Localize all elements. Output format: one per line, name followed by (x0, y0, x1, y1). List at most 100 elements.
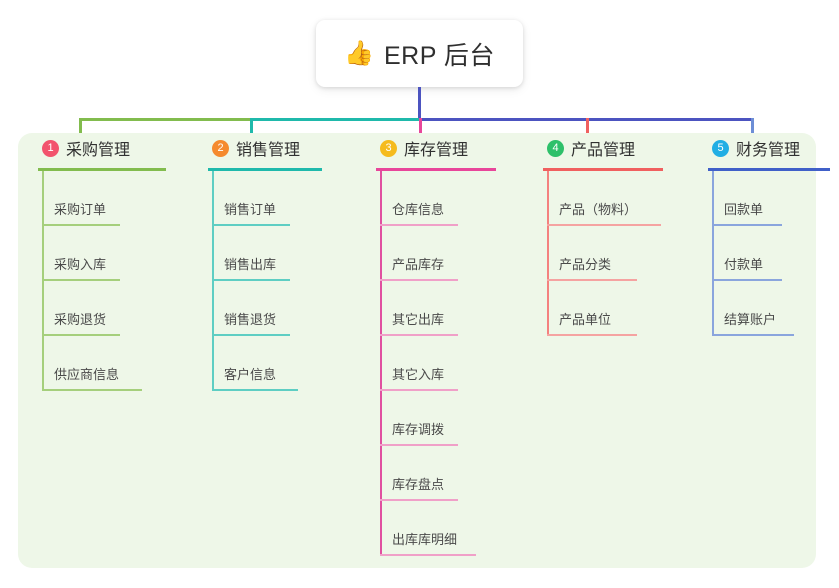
root-node-erp-backend[interactable]: 👍 ERP 后台 (316, 20, 523, 87)
list-item-label: 采购订单 (54, 202, 107, 217)
list-item-label: 产品库存 (392, 257, 445, 272)
list-item[interactable]: 销售退货 (190, 281, 340, 336)
list-item-label: 库存调拨 (392, 422, 445, 437)
column-title-inventory: 库存管理 (404, 142, 469, 159)
list-item[interactable]: 销售出库 (190, 226, 340, 281)
list-item[interactable]: 采购退货 (20, 281, 170, 336)
list-item-label: 结算账户 (724, 312, 777, 327)
list-item[interactable]: 仓库信息 (358, 171, 508, 226)
column-badge-purchase: 1 (42, 139, 59, 157)
column-product: 4 产品管理产品（物料） 产品分类产品单位 (525, 133, 675, 336)
list-item-label: 其它出库 (392, 312, 445, 327)
list-item[interactable]: 客户信息 (190, 336, 340, 391)
column-spine-sales (212, 171, 214, 391)
list-item-label: 销售出库 (224, 257, 277, 272)
list-item-rule (42, 334, 120, 336)
list-item-rule (547, 334, 637, 336)
column-header-product[interactable]: 4 产品管理 (525, 133, 675, 163)
column-rule-inventory (376, 168, 496, 171)
list-item-rule (380, 554, 476, 556)
list-item-label: 回款单 (724, 202, 764, 217)
column-finance: 5 财务管理回款单付款单结算账户 (690, 133, 839, 336)
list-item[interactable]: 其它出库 (358, 281, 508, 336)
column-items-purchase: 采购订单采购入库采购退货供应商信息 (20, 171, 170, 391)
list-item[interactable]: 产品分类 (525, 226, 675, 281)
list-item-rule (380, 444, 458, 446)
list-item-rule (380, 389, 458, 391)
list-item[interactable]: 其它入库 (358, 336, 508, 391)
column-purchase: 1 采购管理采购订单采购入库采购退货供应商信息 (20, 133, 170, 391)
column-spine-finance (712, 171, 714, 336)
column-rule-sales (208, 168, 322, 171)
column-items-inventory: 仓库信息产品库存其它出库其它入库库存调拨库存盘点出库库明细 (358, 171, 508, 556)
list-item-label: 销售退货 (224, 312, 277, 327)
column-title-finance: 财务管理 (736, 142, 801, 159)
column-title-sales: 销售管理 (236, 142, 301, 159)
list-item-rule (212, 389, 298, 391)
column-items-product: 产品（物料） 产品分类产品单位 (525, 171, 675, 336)
column-title-product: 产品管理 (571, 142, 636, 159)
list-item-label: 供应商信息 (54, 367, 120, 382)
column-items-finance: 回款单付款单结算账户 (690, 171, 839, 336)
list-item-label: 其它入库 (392, 367, 445, 382)
list-item-label: 客户信息 (224, 367, 277, 382)
column-header-purchase[interactable]: 1 采购管理 (20, 133, 170, 163)
list-item-rule (212, 224, 290, 226)
list-item-rule (547, 279, 637, 281)
list-item-rule (712, 224, 782, 226)
list-item[interactable]: 供应商信息 (20, 336, 170, 391)
list-item[interactable]: 库存盘点 (358, 446, 508, 501)
list-item-rule (380, 499, 458, 501)
list-item-label: 产品分类 (559, 257, 612, 272)
list-item[interactable]: 回款单 (690, 171, 839, 226)
list-item-label: 销售订单 (224, 202, 277, 217)
list-item[interactable]: 产品单位 (525, 281, 675, 336)
column-header-finance[interactable]: 5 财务管理 (690, 133, 839, 163)
bus-green (79, 118, 251, 121)
list-item[interactable]: 出库库明细 (358, 501, 508, 556)
list-item-rule (712, 334, 794, 336)
list-item-label: 产品（物料） (559, 202, 638, 217)
list-item[interactable]: 付款单 (690, 226, 839, 281)
list-item-rule (42, 389, 142, 391)
root-node-title: ERP 后台 (383, 41, 495, 70)
column-rule-finance (708, 168, 830, 171)
list-item-rule (380, 224, 458, 226)
list-item-rule (380, 279, 458, 281)
list-item-rule (380, 334, 458, 336)
column-spine-purchase (42, 171, 44, 391)
column-spine-inventory (380, 171, 382, 556)
list-item[interactable]: 采购入库 (20, 226, 170, 281)
list-item-label: 产品单位 (559, 312, 612, 327)
list-item-label: 采购退货 (54, 312, 107, 327)
column-spine-product (547, 171, 549, 336)
list-item-rule (712, 279, 782, 281)
column-items-sales: 销售订单销售出库销售退货客户信息 (190, 171, 340, 391)
list-item-rule (212, 334, 290, 336)
list-item[interactable]: 销售订单 (190, 171, 340, 226)
column-badge-product: 4 (547, 139, 564, 157)
list-item-rule (42, 279, 120, 281)
column-rule-product (543, 168, 663, 171)
list-item-label: 仓库信息 (392, 202, 445, 217)
list-item-label: 采购入库 (54, 257, 107, 272)
list-item[interactable]: 产品（物料） (525, 171, 675, 226)
list-item-rule (547, 224, 661, 226)
column-title-purchase: 采购管理 (66, 142, 131, 159)
list-item[interactable]: 产品库存 (358, 226, 508, 281)
list-item[interactable]: 采购订单 (20, 171, 170, 226)
thumbs-up-icon: 👍 (344, 39, 374, 67)
list-item-label: 出库库明细 (392, 532, 458, 547)
list-item-label: 库存盘点 (392, 477, 445, 492)
list-item-label: 付款单 (724, 257, 764, 272)
list-item[interactable]: 结算账户 (690, 281, 839, 336)
list-item[interactable]: 库存调拨 (358, 391, 508, 446)
list-item-rule (42, 224, 120, 226)
list-item-rule (212, 279, 290, 281)
root-stem-connector (418, 87, 421, 120)
column-badge-finance: 5 (712, 139, 729, 157)
